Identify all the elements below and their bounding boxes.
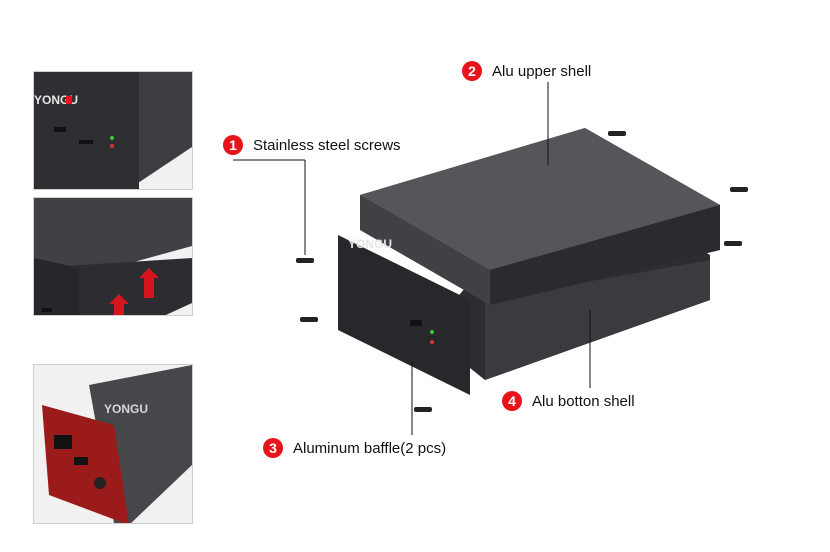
screws — [296, 131, 748, 412]
callout-number: 2 — [462, 61, 482, 81]
thumbnail-front-panel: YONGU — [33, 71, 193, 190]
red-panel-illustration: YONGU — [34, 365, 192, 523]
slide-assembly-illustration — [34, 198, 192, 315]
callout-label: Alu upper shell — [492, 62, 592, 80]
brand-logo-main: YONGU — [348, 237, 392, 251]
callout-number: 4 — [502, 391, 522, 411]
callout-number: 3 — [263, 438, 283, 458]
callout-label: Aluminum baffle(2 pcs) — [293, 439, 447, 457]
brand-logo-red: YONGU — [104, 402, 148, 416]
callout-label: Stainless steel screws — [253, 136, 401, 154]
thumbnail-red-panel: YONGU — [33, 364, 193, 524]
callout-2: 2 Alu upper shell — [462, 61, 591, 81]
aluminum-baffle — [338, 235, 470, 395]
callout-4: 4 Alu botton shell — [502, 391, 635, 411]
callout-label: Alu botton shell — [532, 392, 635, 410]
callout-1: 1 Stainless steel screws — [223, 135, 401, 155]
callout-number: 1 — [223, 135, 243, 155]
front-panel-illustration: YONGU — [34, 72, 192, 189]
thumbnail-slide-assembly — [33, 197, 193, 316]
callout-3: 3 Aluminum baffle(2 pcs) — [263, 438, 446, 458]
